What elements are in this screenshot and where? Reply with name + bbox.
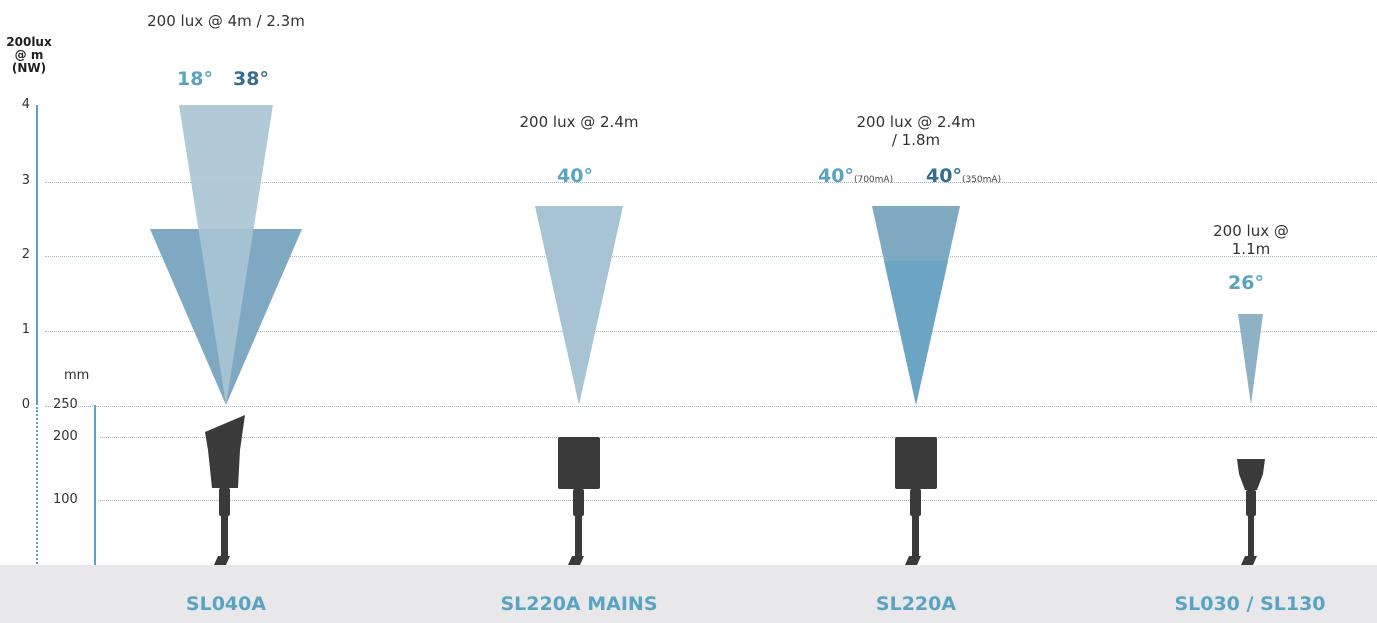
footer-band [0,565,1377,623]
mm-tick-200: 200 [53,429,78,444]
angle-sl220a-mains-value: 40° [557,165,593,187]
angle-sl220a-350-note: (350mA) [961,175,1002,185]
y-axis-dotted [36,407,38,567]
angle-sl040a-38: 38° [233,68,269,90]
angle-sl030: 26° [1228,272,1264,294]
angle-sl220a-700-value: 40° [818,165,854,187]
y-tick-0: 0 [21,397,30,412]
caption-sl220a-mains-text: 200 lux @ 2.4m [519,113,639,131]
y-tick-3: 3 [21,173,30,188]
gridline-mm-200 [100,437,1377,438]
caption-sl030: 200 lux @ 1.1m [1196,222,1306,258]
fixture-sl220a-mains [558,437,600,565]
y-tick-1: 1 [21,322,30,337]
axis-title: 200lux @ m (NW) [6,35,52,75]
beam-sl040a-18 [179,105,273,405]
fixture-sl040a [205,415,245,565]
caption-sl030-text: 200 lux @ 1.1m [1213,222,1289,258]
caption-sl220a-mains: 200 lux @ 2.4m [519,113,639,131]
y-axis-line [36,105,38,405]
model-label-sl220a-mains: SL220A MAINS [500,593,658,615]
caption-sl220a-text: 200 lux @ 2.4m / 1.8m [856,113,976,149]
model-label-sl030: SL030 / SL130 [1174,593,1326,615]
mm-tick-250: 250 [53,397,78,412]
beam-sl220a-350 [884,261,948,405]
gridline-3 [45,182,1377,183]
angle-sl220a-350-value: 40° [926,165,962,187]
angle-sl220a-700-note: (700mA) [853,175,894,185]
mm-axis-line [94,405,96,565]
caption-sl040a-text: 200 lux @ 4m / 2.3m [147,12,305,30]
fixture-sl030 [1237,459,1265,565]
mm-tick-100: 100 [53,492,78,507]
angle-sl040a-18-value: 18° [177,68,213,90]
caption-sl040a: 200 lux @ 4m / 2.3m [146,12,306,30]
angle-sl220a-700: 40°(700mA) [818,165,893,187]
angle-sl040a-18: 18° [177,68,213,90]
gridline-1 [45,331,1377,332]
mm-axis-title: mm [64,368,90,383]
fixture-sl220a [895,437,937,565]
caption-sl220a: 200 lux @ 2.4m / 1.8m [856,113,976,149]
y-tick-4: 4 [21,97,30,112]
gridline-mm-100 [100,500,1377,501]
angle-sl040a-38-value: 38° [233,68,269,90]
angle-sl030-value: 26° [1228,272,1264,294]
model-label-sl220a: SL220A [875,593,957,615]
gridline-0 [45,406,1377,407]
angle-sl220a-350: 40°(350mA) [926,165,1001,187]
angle-sl220a-mains: 40° [557,165,593,187]
model-label-sl040a: SL040A [185,593,267,615]
y-tick-2: 2 [21,247,30,262]
beam-sl030 [1238,314,1263,405]
beam-sl220a-mains [535,206,623,405]
gridline-2 [45,256,1377,257]
